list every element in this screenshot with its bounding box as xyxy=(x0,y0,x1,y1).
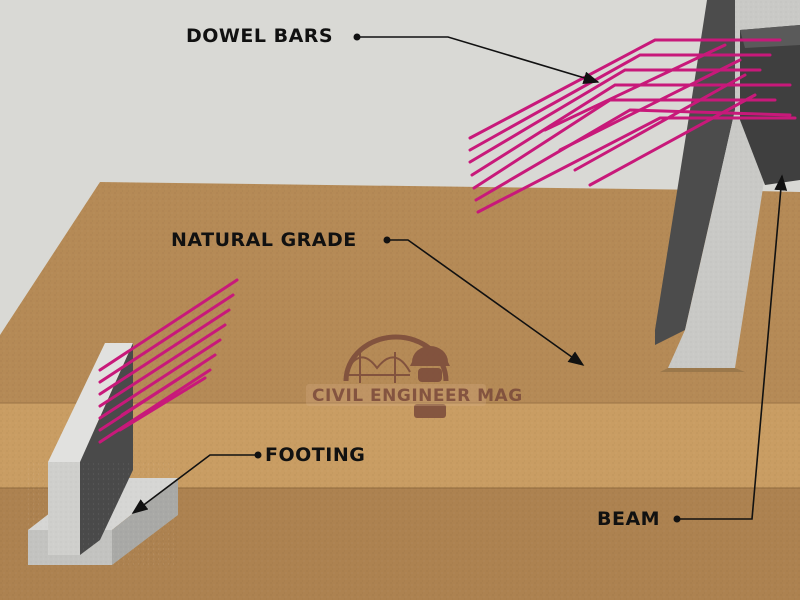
footing-texture xyxy=(28,462,178,565)
dowel-bars-upper xyxy=(468,38,797,214)
natural-grade-leader xyxy=(383,236,585,366)
dowel-bars-leader-dot xyxy=(353,33,361,41)
dowel-bar xyxy=(588,93,757,187)
footing-leader xyxy=(131,451,262,514)
beam-underside xyxy=(740,25,800,185)
footing-label: FOOTING xyxy=(265,444,366,466)
column-ground-shadow xyxy=(660,368,745,372)
watermark-logo xyxy=(306,334,486,418)
footing-dowel-bar xyxy=(98,323,227,408)
natural-grade-leader-dot xyxy=(383,236,391,244)
dowel-bars-label: DOWEL BARS xyxy=(186,25,334,47)
beam-leader-line xyxy=(680,174,788,520)
footing-dowel-bar xyxy=(98,293,235,384)
beam-leader xyxy=(673,174,788,523)
watermark-text: CIVIL ENGINEER MAG xyxy=(312,386,523,406)
footing-dowel-bar xyxy=(118,376,207,432)
beam-leader-dot xyxy=(673,515,681,523)
natural-grade-label: NATURAL GRADE xyxy=(171,229,357,251)
footing-dowel-bar xyxy=(98,278,239,372)
beam-top-edge xyxy=(740,25,800,48)
dowel-bars-leader-line xyxy=(360,36,600,84)
dowel-bar xyxy=(468,38,782,140)
footing-dowel-bar xyxy=(98,338,222,420)
footing-leader-line xyxy=(131,454,255,514)
dowel-bar xyxy=(470,83,792,177)
dowel-bar xyxy=(558,58,742,152)
beam-label: BEAM xyxy=(597,508,661,530)
footing-dowel-bar xyxy=(120,363,202,417)
dowel-bar xyxy=(468,68,762,164)
dowel-bar xyxy=(476,116,797,214)
dowel-bars-footing xyxy=(98,278,239,444)
watermark-banner xyxy=(306,384,486,406)
dowel-bars-leader xyxy=(353,33,600,84)
ground-surface-texture xyxy=(0,182,800,405)
dowel-bar xyxy=(543,43,727,132)
footing-dowel-bar xyxy=(98,308,231,396)
dowel-bar xyxy=(474,108,792,202)
watermark-worker-icon xyxy=(410,346,450,418)
footing-dowel-bar xyxy=(98,368,212,444)
natural-grade-leader-line xyxy=(390,239,585,366)
dowel-bar xyxy=(468,53,772,152)
dowel-bar xyxy=(573,73,747,172)
footing-leader-dot xyxy=(254,451,262,459)
watermark-bridge-icon xyxy=(345,352,411,383)
